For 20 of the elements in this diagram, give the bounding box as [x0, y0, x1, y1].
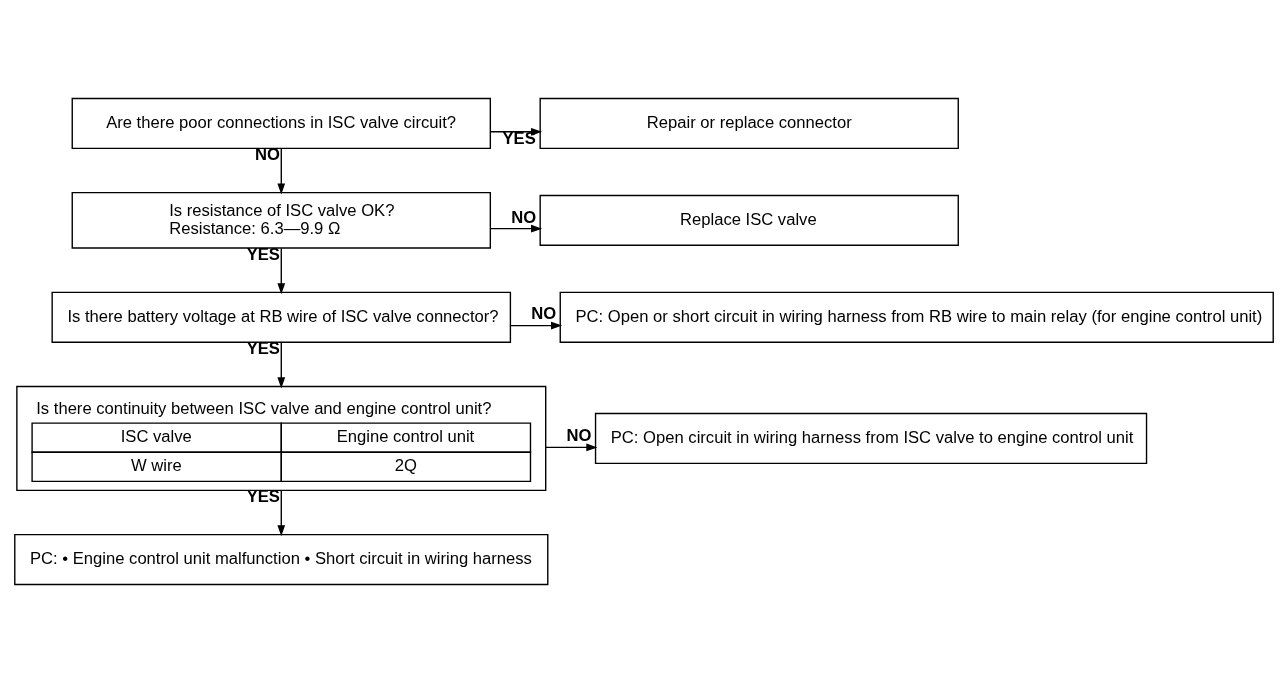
edge-label: NO	[566, 425, 592, 445]
node-box: Is there battery voltage at RB wire of ISC valve connector?	[51, 291, 512, 343]
edge-label: NO	[531, 303, 557, 323]
node-box: Is resistance of ISC valve OK? Resistance: 6.3—9.9 Ω	[71, 191, 491, 249]
arrow	[277, 341, 286, 388]
node-box: Are there poor connections in ISC valve circuit?	[71, 97, 491, 149]
node-box: Replace ISC valve	[539, 194, 959, 246]
node-box: Is there continuity between ISC valve and engine control unit? ISC valve Engine control unit W wire 2Q	[16, 385, 547, 491]
node-box: PC: • Engine control unit malfunction • Short circuit in wiring harness	[14, 533, 549, 585]
arrow	[277, 489, 286, 536]
arrow	[489, 224, 543, 233]
arrow	[545, 443, 598, 451]
edge-label: NO	[511, 207, 537, 227]
arrow	[277, 147, 286, 194]
node-box: PC: Open circuit in wiring harness from ISC valve to engine control unit	[594, 412, 1148, 464]
arrow	[277, 247, 286, 294]
arrow	[510, 321, 563, 329]
node-box: Repair or replace connector	[539, 97, 959, 149]
node-box: PC: Open or short circuit in wiring harness from RB wire to main relay (for engine control unit)	[559, 291, 1274, 343]
edge-label: YES	[502, 128, 536, 148]
